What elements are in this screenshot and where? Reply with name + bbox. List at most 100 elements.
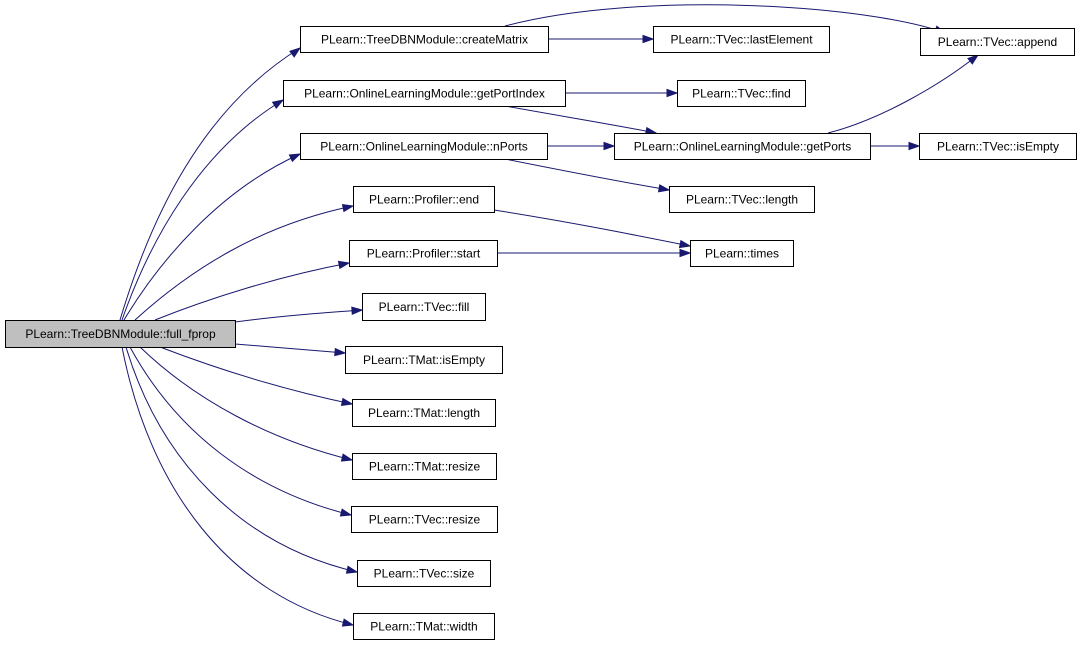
node-box	[690, 240, 794, 267]
edge-root-to-profStart	[154, 260, 351, 321]
node-label: PLearn::OnlineLearningModule::getPortInd…	[304, 87, 545, 101]
node-box	[353, 186, 495, 213]
edge-arrowhead	[289, 47, 302, 58]
edge-arrowhead	[339, 508, 353, 517]
node-lastElement[interactable]: PLearn::TVec::lastElement	[653, 26, 830, 53]
node-label: PLearn::TMat::resize	[369, 460, 481, 474]
node-label: PLearn::times	[705, 247, 779, 261]
node-label: PLearn::TVec::fill	[379, 300, 470, 314]
node-label: PLearn::TMat::length	[368, 406, 480, 420]
node-root[interactable]: PLearn::TreeDBNModule::full_fprop	[5, 320, 236, 348]
node-tvecFind[interactable]: PLearn::TVec::find	[677, 80, 806, 107]
node-box	[677, 80, 806, 107]
node-box	[614, 133, 871, 160]
edge-root-to-getPortIndex	[121, 99, 285, 321]
edge-arrowhead	[967, 54, 980, 65]
node-label: PLearn::TVec::find	[692, 87, 791, 101]
edge-line	[134, 205, 354, 321]
edge-line	[159, 346, 353, 405]
edge-getPortIndex-to-getPorts	[504, 105, 658, 136]
edge-line	[121, 99, 284, 321]
edge-arrowhead	[334, 347, 347, 357]
edge-profStart-to-times	[497, 248, 692, 258]
node-label: PLearn::TVec::size	[374, 567, 475, 581]
node-box	[653, 26, 830, 53]
node-append[interactable]: PLearn::TVec::append	[920, 28, 1075, 56]
node-box	[920, 28, 1075, 56]
node-getPorts[interactable]: PLearn::OnlineLearningModule::getPorts	[614, 133, 871, 160]
edge-line	[154, 262, 350, 321]
edge-arrowhead	[340, 397, 354, 406]
edge-line	[119, 47, 301, 321]
node-label: PLearn::Profiler::start	[367, 247, 481, 261]
node-box	[349, 240, 498, 267]
node-tvecFill[interactable]: PLearn::TVec::fill	[362, 293, 486, 321]
edge-root-to-createMatrix	[119, 47, 302, 321]
node-tvecIsEmpty[interactable]: PLearn::TVec::isEmpty	[919, 133, 1077, 160]
node-profEnd[interactable]: PLearn::Profiler::end	[353, 186, 495, 213]
node-box	[357, 560, 491, 587]
node-label: PLearn::TMat::isEmpty	[363, 353, 485, 367]
node-box	[300, 26, 549, 53]
node-tmatWidth[interactable]: PLearn::TMat::width	[353, 613, 495, 640]
node-label: PLearn::TMat::width	[370, 620, 477, 634]
node-getPortIndex[interactable]: PLearn::OnlineLearningModule::getPortInd…	[283, 80, 566, 107]
edge-root-to-tmatIsEmpty	[234, 343, 347, 357]
edge-line	[827, 54, 979, 134]
node-nPorts[interactable]: PLearn::OnlineLearningModule::nPorts	[300, 133, 548, 160]
edge-arrowhead	[908, 141, 921, 151]
edge-arrowhead	[657, 184, 671, 193]
edge-arrowhead	[678, 239, 692, 249]
node-box	[283, 80, 566, 107]
edge-line	[493, 209, 691, 247]
edge-arrowhead	[345, 565, 359, 574]
edge-arrowhead	[340, 453, 354, 462]
edge-line	[139, 346, 353, 461]
node-box	[345, 346, 503, 374]
edge-root-to-tvecFill	[234, 306, 364, 323]
node-label: PLearn::TVec::resize	[369, 513, 481, 527]
edge-arrowhead	[271, 99, 285, 110]
node-tvecSize[interactable]: PLearn::TVec::size	[357, 560, 491, 587]
node-tvecResize[interactable]: PLearn::TVec::resize	[351, 506, 498, 533]
edge-createMatrix-to-lastElement	[548, 34, 655, 44]
node-box	[300, 133, 548, 160]
node-tvecLength[interactable]: PLearn::TVec::length	[669, 186, 815, 213]
node-tmatIsEmpty[interactable]: PLearn::TMat::isEmpty	[345, 346, 503, 374]
node-times[interactable]: PLearn::times	[690, 240, 794, 267]
edge-getPorts-to-append	[827, 54, 980, 134]
node-label: PLearn::OnlineLearningModule::getPorts	[634, 140, 851, 154]
edge-arrowhead	[341, 203, 355, 213]
edge-line	[234, 343, 346, 354]
node-box	[362, 293, 486, 321]
edge-root-to-tmatLength	[159, 346, 354, 406]
edge-arrowhead	[666, 88, 679, 98]
node-tmatLength[interactable]: PLearn::TMat::length	[352, 399, 496, 427]
edge-arrowhead	[337, 260, 351, 270]
edge-nPorts-to-getPorts	[547, 141, 616, 151]
node-tmatResize[interactable]: PLearn::TMat::resize	[352, 453, 497, 480]
node-layer: PLearn::TreeDBNModule::full_fpropPLearn:…	[5, 26, 1077, 640]
edge-line	[121, 346, 354, 626]
edge-line	[123, 153, 301, 321]
node-profStart[interactable]: PLearn::Profiler::start	[349, 240, 498, 267]
edge-profEnd-to-times	[493, 209, 692, 249]
edge-line	[504, 105, 657, 134]
node-label: PLearn::TVec::isEmpty	[937, 140, 1059, 154]
edge-nPorts-to-tvecLength	[504, 158, 671, 193]
node-label: PLearn::OnlineLearningModule::nPorts	[320, 140, 527, 154]
node-createMatrix[interactable]: PLearn::TreeDBNModule::createMatrix	[300, 26, 549, 53]
node-label: PLearn::TreeDBNModule::createMatrix	[321, 33, 528, 47]
edge-line	[504, 158, 670, 191]
node-label: PLearn::TVec::append	[938, 35, 1057, 49]
edge-root-to-tvecSize	[125, 346, 359, 574]
edge-root-to-tmatResize	[139, 346, 354, 462]
node-box	[352, 399, 496, 427]
edge-root-to-nPorts	[123, 153, 302, 321]
edge-arrowhead	[642, 34, 655, 44]
node-label: PLearn::TVec::length	[686, 193, 798, 207]
node-label: PLearn::TreeDBNModule::full_fprop	[25, 327, 216, 341]
edge-arrowhead	[351, 306, 364, 315]
edge-root-to-tvecResize	[129, 346, 353, 517]
